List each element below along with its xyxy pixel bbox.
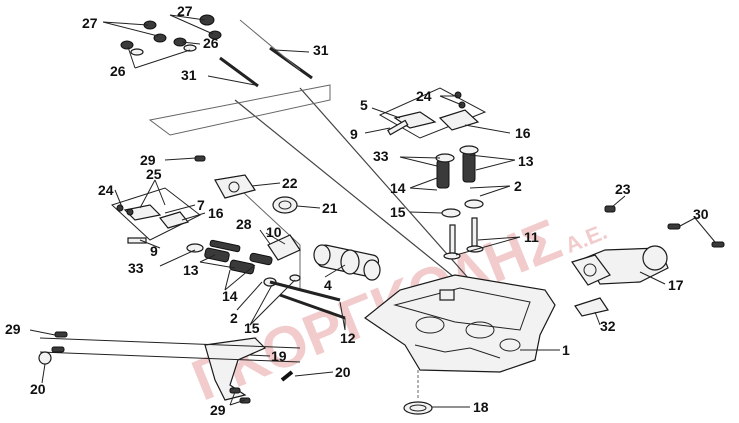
lower-bracket bbox=[38, 337, 301, 401]
small-bolts bbox=[51, 155, 725, 404]
callout-2: 2 bbox=[230, 310, 238, 326]
callout-22: 22 bbox=[282, 175, 298, 191]
callout-15: 15 bbox=[244, 320, 260, 336]
cylinder-head bbox=[363, 274, 556, 373]
callout-19: 19 bbox=[271, 348, 287, 364]
callout-30: 30 bbox=[693, 206, 709, 222]
o-ring-lower bbox=[280, 370, 294, 382]
callout-33: 33 bbox=[128, 260, 144, 276]
callout-31: 31 bbox=[181, 67, 197, 83]
callout-28: 28 bbox=[236, 216, 252, 232]
callout-12: 12 bbox=[340, 330, 356, 346]
callout-9: 9 bbox=[150, 243, 158, 259]
callout-29: 29 bbox=[5, 321, 21, 337]
callout-21: 21 bbox=[322, 200, 338, 216]
intake-pipe bbox=[571, 245, 669, 286]
caps-and-nuts bbox=[120, 14, 222, 56]
callout-20: 20 bbox=[335, 364, 351, 380]
callout-11: 11 bbox=[524, 229, 539, 245]
callout-18: 18 bbox=[473, 399, 489, 415]
pushrods bbox=[269, 280, 346, 320]
callout-31: 31 bbox=[313, 42, 329, 58]
callout-24: 24 bbox=[98, 182, 114, 198]
gasket-ring bbox=[403, 370, 433, 415]
callout-27: 27 bbox=[177, 3, 193, 19]
callout-13: 13 bbox=[518, 153, 534, 169]
leader-lines bbox=[29, 14, 716, 408]
callout-9: 9 bbox=[350, 126, 358, 142]
callout-14: 14 bbox=[222, 288, 238, 304]
callout-7: 7 bbox=[197, 197, 205, 213]
callout-26: 26 bbox=[110, 63, 126, 79]
callout-26: 26 bbox=[203, 35, 219, 51]
callout-16: 16 bbox=[208, 205, 224, 221]
valve-springs-upper bbox=[435, 145, 484, 218]
callout-33: 33 bbox=[373, 148, 389, 164]
callout-1: 1 bbox=[562, 342, 570, 358]
rocker-assembly-upper bbox=[378, 87, 487, 139]
callout-13: 13 bbox=[183, 262, 199, 278]
callout-14: 14 bbox=[390, 180, 406, 196]
callout-16: 16 bbox=[515, 125, 531, 141]
callout-2: 2 bbox=[514, 178, 522, 194]
callout-23: 23 bbox=[615, 181, 631, 197]
callout-25: 25 bbox=[146, 166, 162, 182]
camshaft bbox=[313, 244, 381, 281]
rocker-assembly-left bbox=[111, 187, 201, 244]
callout-24: 24 bbox=[416, 88, 432, 104]
callout-20: 20 bbox=[30, 381, 46, 397]
gasket-plate bbox=[267, 234, 301, 261]
callout-29: 29 bbox=[140, 152, 156, 168]
valve-springs-left bbox=[186, 239, 301, 287]
callout-4: 4 bbox=[324, 277, 332, 293]
callout-labels: 27 27 26 26 31 31 5 24 16 9 33 13 14 2 1… bbox=[5, 3, 709, 418]
callout-29: 29 bbox=[210, 402, 226, 418]
callout-10: 10 bbox=[266, 224, 282, 240]
callout-17: 17 bbox=[668, 277, 684, 293]
callout-15: 15 bbox=[390, 204, 406, 220]
callout-32: 32 bbox=[600, 318, 616, 334]
callout-27: 27 bbox=[82, 15, 98, 31]
assembly-guides bbox=[148, 19, 331, 290]
cam-holder bbox=[214, 174, 298, 214]
callout-5: 5 bbox=[360, 97, 368, 113]
